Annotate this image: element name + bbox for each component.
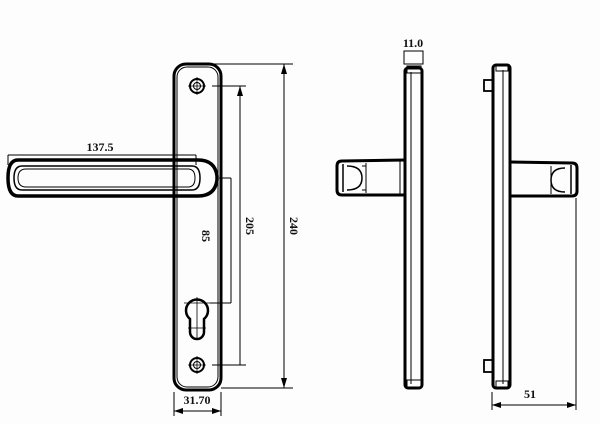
front-view (6, 62, 223, 392)
dimension-backplate-height: 240 (205, 63, 301, 389)
euro-keyhole-icon (184, 297, 210, 341)
dimension-lever-length: 137.5 (7, 140, 197, 165)
dimension-plate-thickness: 11.0 (403, 36, 424, 65)
label-lever-to-keyhole: 85 (199, 230, 213, 242)
dimension-screw-spacing: 205 (212, 85, 257, 366)
lever-handle (6, 158, 219, 198)
bottom-pin (483, 359, 494, 373)
top-screw-hole-icon (188, 77, 206, 95)
label-backplate-width: 31.70 (184, 393, 211, 407)
side-view-right (483, 63, 579, 390)
dimension-lever-to-keyhole: 85 (199, 177, 232, 304)
bottom-screw-hole-icon (188, 356, 206, 374)
top-pin (483, 79, 494, 92)
dimension-backplate-width: 31.70 (173, 392, 222, 416)
backplate-outline (172, 62, 223, 392)
dimension-projection-depth: 51 (491, 198, 577, 410)
side-view-left (335, 65, 424, 390)
label-plate-thickness: 11.0 (403, 36, 423, 50)
label-screw-spacing: 205 (243, 217, 257, 235)
label-backplate-height: 240 (287, 217, 301, 235)
backplate-inner-outline (176, 66, 219, 388)
label-lever-length: 137.5 (87, 140, 114, 154)
label-projection-depth: 51 (524, 387, 536, 401)
